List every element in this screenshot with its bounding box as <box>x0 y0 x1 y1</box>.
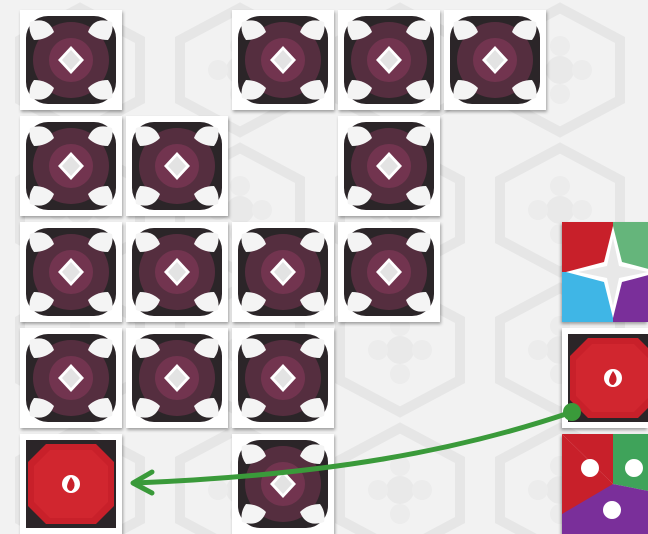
face-down-tile-r1-c4[interactable] <box>338 10 440 110</box>
face-down-tile-r1-c3[interactable] <box>232 10 334 110</box>
face-down-tile-r3-c1[interactable] <box>20 222 122 322</box>
fire-tile-r5-c1[interactable] <box>20 434 122 534</box>
face-down-tile-r4-c3[interactable] <box>232 328 334 428</box>
face-down-tile-r5-c3[interactable] <box>232 434 334 534</box>
face-down-tile-r2-c4[interactable] <box>338 116 440 216</box>
face-down-tile-r3-c4[interactable] <box>338 222 440 322</box>
face-down-tile-r3-c3[interactable] <box>232 222 334 322</box>
face-down-tile-r2-c2[interactable] <box>126 116 228 216</box>
face-down-tile-r4-c2[interactable] <box>126 328 228 428</box>
tri-element-side-tile[interactable] <box>562 434 648 534</box>
spirit-star-side-tile[interactable] <box>562 222 648 322</box>
face-down-tile-r1-c1[interactable] <box>20 10 122 110</box>
face-down-tile-r4-c1[interactable] <box>20 328 122 428</box>
face-down-tile-r1-c5[interactable] <box>444 10 546 110</box>
face-down-tile-r3-c2[interactable] <box>126 222 228 322</box>
fire-side-tile[interactable] <box>562 328 648 428</box>
face-down-tile-r2-c1[interactable] <box>20 116 122 216</box>
